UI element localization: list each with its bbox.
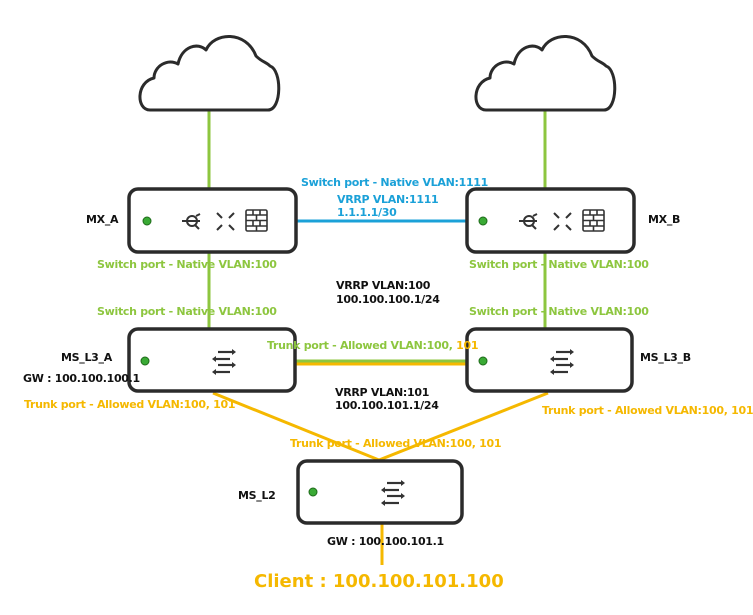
switch-arrows-icon <box>381 480 405 506</box>
device-label-ms-l2: MS_L2 <box>238 489 276 502</box>
ms-l2-up-trunk-label: Trunk port - Allowed VLAN:100, 101 <box>290 437 502 450</box>
switch-arrows-icon <box>550 349 574 375</box>
vrrp-100-label: VRRP VLAN:100 <box>336 279 431 292</box>
device-label-ms-l3-b: MS_L3_B <box>640 351 691 364</box>
device-mx-a[interactable] <box>127 187 298 254</box>
device-label-mx-a: MX_A <box>86 213 119 226</box>
mx-interconnect-port-label: Switch port - Native VLAN:1111 <box>301 176 489 189</box>
gateway-label-ms-l3-a: GW : 100.100.100.1 <box>23 372 140 385</box>
switch-arrows-icon <box>212 349 236 375</box>
device-ms-l3-b[interactable] <box>465 327 634 393</box>
vrrp-100-subnet-label: 100.100.100.1/24 <box>336 293 440 306</box>
ms-l3-a-down-trunk-label: Trunk port - Allowed VLAN:100, 101 <box>24 398 236 411</box>
ms-l3-b-down-trunk-label: Trunk port - Allowed VLAN:100, 101 <box>542 404 753 417</box>
mx-a-down-port-label: Switch port - Native VLAN:100 <box>97 258 277 271</box>
vpn-icon <box>182 213 201 230</box>
vpn-icon <box>519 213 538 230</box>
status-led <box>142 216 152 226</box>
firewall-icon <box>582 209 605 232</box>
gateway-label-ms-l2: GW : 100.100.101.1 <box>327 535 444 548</box>
l3-trunk-label-vlan-100: Trunk port - Allowed VLAN:100, <box>267 339 457 352</box>
status-led <box>308 487 318 497</box>
route-arrows-icon <box>553 212 572 231</box>
mx-b-down-port-label: Switch port - Native VLAN:100 <box>469 258 649 271</box>
device-label-mx-b: MX_B <box>648 213 681 226</box>
firewall-icon <box>245 209 268 232</box>
client-label: Client : 100.100.101.100 <box>254 571 504 592</box>
device-ms-l2[interactable] <box>296 459 464 525</box>
l3-trunk-label-vlan-101: 101 <box>456 339 479 352</box>
mx-interconnect-subnet-label: 1.1.1.1/30 <box>337 206 397 219</box>
vrrp-101-subnet-label: 100.100.101.1/24 <box>335 399 439 412</box>
cloud-icon <box>138 35 281 112</box>
l3-trunk-label: Trunk port - Allowed VLAN:100, 101 <box>267 339 478 352</box>
link-ms-l3-a-ms-l2 <box>212 391 380 462</box>
status-led <box>478 216 488 226</box>
device-mx-b[interactable] <box>465 187 636 254</box>
device-ms-l3-a[interactable] <box>127 327 297 393</box>
status-led <box>478 356 488 366</box>
mx-interconnect-vrrp-label: VRRP VLAN:1111 <box>337 193 439 206</box>
status-led <box>140 356 150 366</box>
route-arrows-icon <box>216 212 235 231</box>
ms-l3-b-up-port-label: Switch port - Native VLAN:100 <box>469 305 649 318</box>
cloud-icon <box>474 35 617 112</box>
device-label-ms-l3-a: MS_L3_A <box>61 351 112 364</box>
link-ms-l3-b-ms-l2 <box>378 391 549 462</box>
ms-l3-a-up-port-label: Switch port - Native VLAN:100 <box>97 305 277 318</box>
vrrp-101-label: VRRP VLAN:101 <box>335 386 430 399</box>
